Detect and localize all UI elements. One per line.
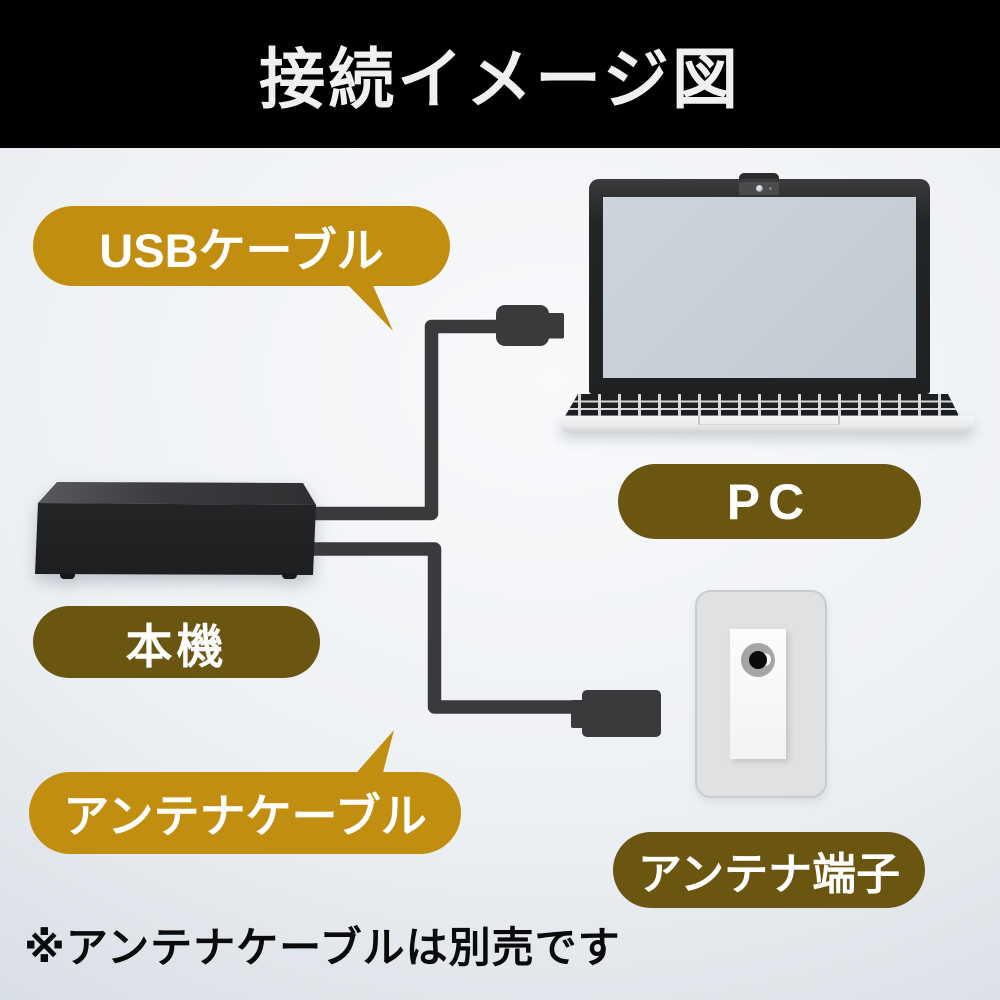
antenna-connector-neck-icon [571,700,585,728]
main-unit-top-face [38,482,316,505]
antenna-wall-plate-illustration [695,590,827,798]
antenna-cable-line [312,542,578,714]
coax-connector-icon [741,643,775,677]
main-unit-front-face [35,503,316,575]
usb-connector-icon [496,305,549,346]
laptop-illustration [555,168,985,463]
title-bar: 接続イメージ図 [0,0,1000,148]
laptop-screen [603,197,916,378]
main-unit-foot [282,573,297,579]
coax-core [749,651,767,669]
antenna-label-tail [351,730,394,780]
usb-label-tail [343,280,393,331]
usb-cable-line [312,319,500,521]
usb-connector-tip-icon [547,313,564,339]
laptop-keyboard [564,394,960,418]
label-main-unit: 本機 [33,606,320,678]
label-main-unit-text: 本機 [125,619,228,673]
label-antenna-cable-text: アンテナケーブル [63,790,427,842]
laptop-base [560,416,974,433]
main-unit-foot [60,573,75,579]
page-title: 接続イメージ図 [259,42,741,116]
label-usb-cable-text: USBケーブル [99,223,384,277]
webcam-icon [739,182,779,195]
main-unit-illustration [30,476,322,582]
antenna-connector-icon [582,690,661,737]
label-antenna-terminal-text: アンテナ端子 [637,850,901,899]
label-pc-text: PC [726,473,813,530]
laptop-screen-bezel [589,179,930,394]
label-usb-cable: USBケーブル [33,206,450,286]
label-antenna-terminal: アンテナ端子 [613,832,925,908]
antenna-terminal-module [730,629,786,759]
note-text: ※アンテナケーブルは別売です [24,924,621,971]
label-pc: PC [618,464,921,539]
label-antenna-cable: アンテナケーブル [29,772,461,854]
